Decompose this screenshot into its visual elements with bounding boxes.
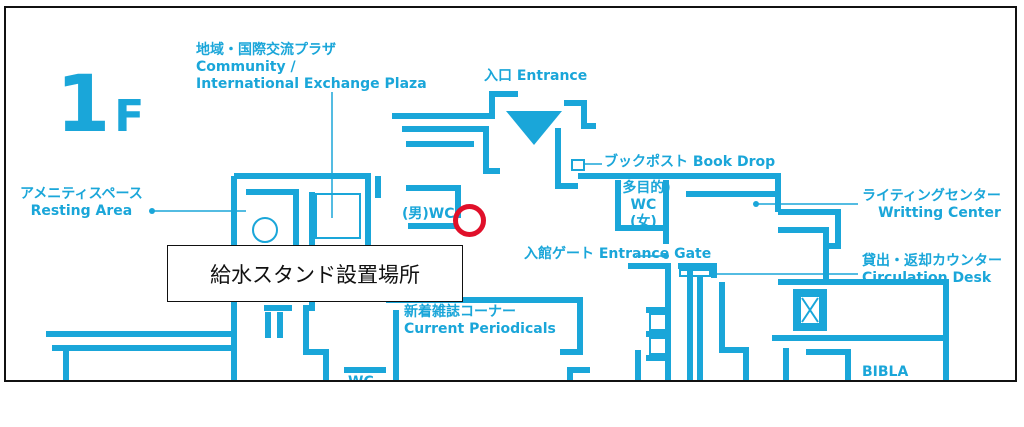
water-station-callout: 給水スタンド設置場所 — [167, 245, 463, 302]
label-wc-men: (男)WC — [402, 206, 455, 222]
label-community-plaza: 地域・国際交流プラザ Community / International Exc… — [196, 42, 427, 92]
label-bibla: BIBLA — [862, 364, 909, 380]
label-wc-lower: WC — [348, 374, 374, 382]
triangle-down-icon — [506, 111, 562, 145]
label-wc-multi: (多目的) WC (女) — [616, 180, 671, 230]
label-current-periodicals: 新着雑誌コーナー Current Periodicals — [404, 304, 556, 337]
circle-marker-icon — [453, 204, 486, 237]
label-entrance: 入口 Entrance — [484, 68, 588, 84]
label-entrance-gate: 入館ゲート Entrance Gate — [524, 246, 712, 262]
label-circulation-desk: 貸出・返却カウンター Circulation Desk — [862, 253, 1002, 286]
callout-text: 給水スタンド設置場所 — [210, 262, 420, 287]
label-book-drop: ブックポスト Book Drop — [604, 154, 776, 170]
label-resting-area: アメニティスペース Resting Area — [20, 186, 143, 219]
floor-plan-walls — [46, 91, 949, 380]
label-writing-center: ライティングセンター Writting Center — [862, 188, 1001, 221]
